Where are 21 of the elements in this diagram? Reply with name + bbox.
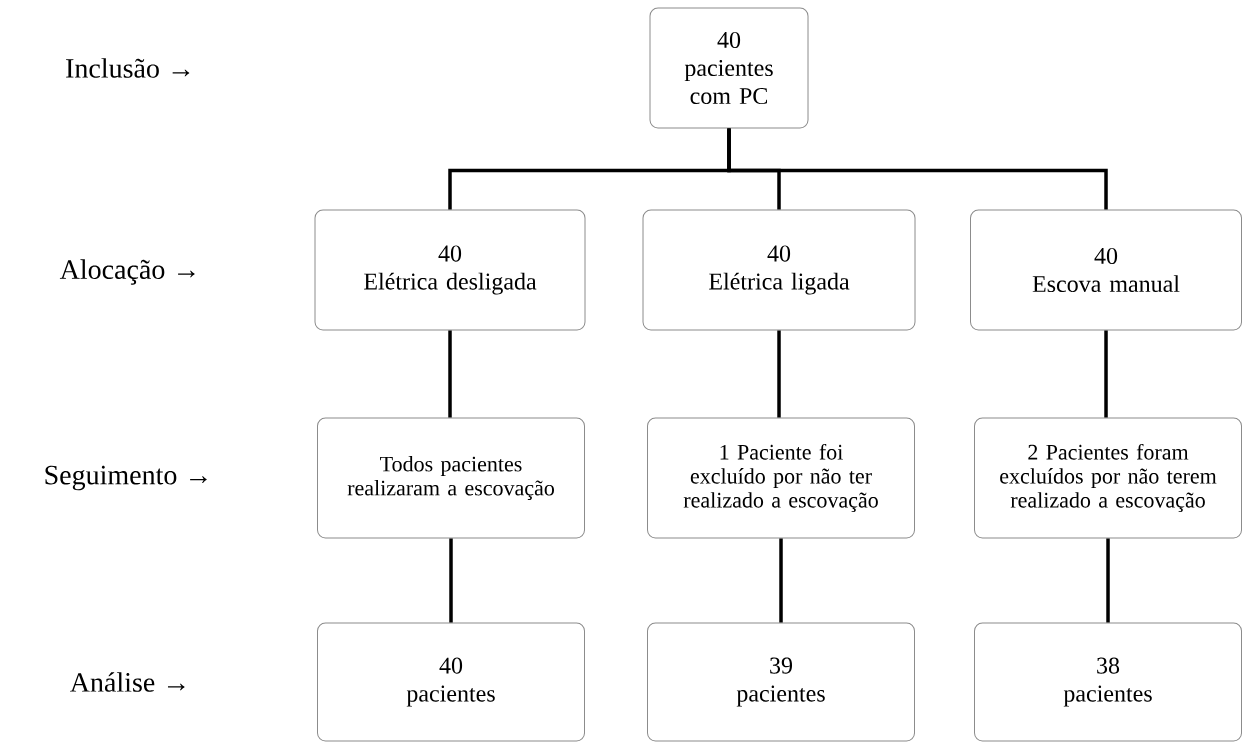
connector-line <box>449 538 453 623</box>
process-box: 39 pacientes <box>647 622 915 742</box>
process-box: 40 Elétrica desligada <box>314 209 586 331</box>
process-box: 40 pacientes com PC <box>649 7 809 129</box>
connector-line <box>1106 538 1110 623</box>
process-box: 2 Pacientes foram excluídos por não terem realizado a escovação <box>974 417 1242 539</box>
stage-label: Inclusão → <box>66 58 190 78</box>
connector-line <box>1104 330 1108 418</box>
stage-label: Análise → <box>70 672 185 692</box>
stage-label: Alocação → <box>59 259 195 285</box>
process-box: 38 pacientes <box>974 622 1242 742</box>
connector-line <box>779 538 783 623</box>
process-box: 40 Escova manual <box>970 209 1242 331</box>
process-box: 40 Elétrica ligada <box>642 209 916 331</box>
connector-line <box>727 128 1108 210</box>
connector-line <box>777 330 781 418</box>
connector-line <box>448 330 452 418</box>
stage-label: Seguimento → <box>45 465 207 491</box>
process-box: 1 Paciente foi excluído por não ter realizado a escovação <box>647 417 915 539</box>
process-box: Todos pacientes realizaram a escovação <box>317 417 585 539</box>
process-box: 40 pacientes <box>317 622 585 742</box>
